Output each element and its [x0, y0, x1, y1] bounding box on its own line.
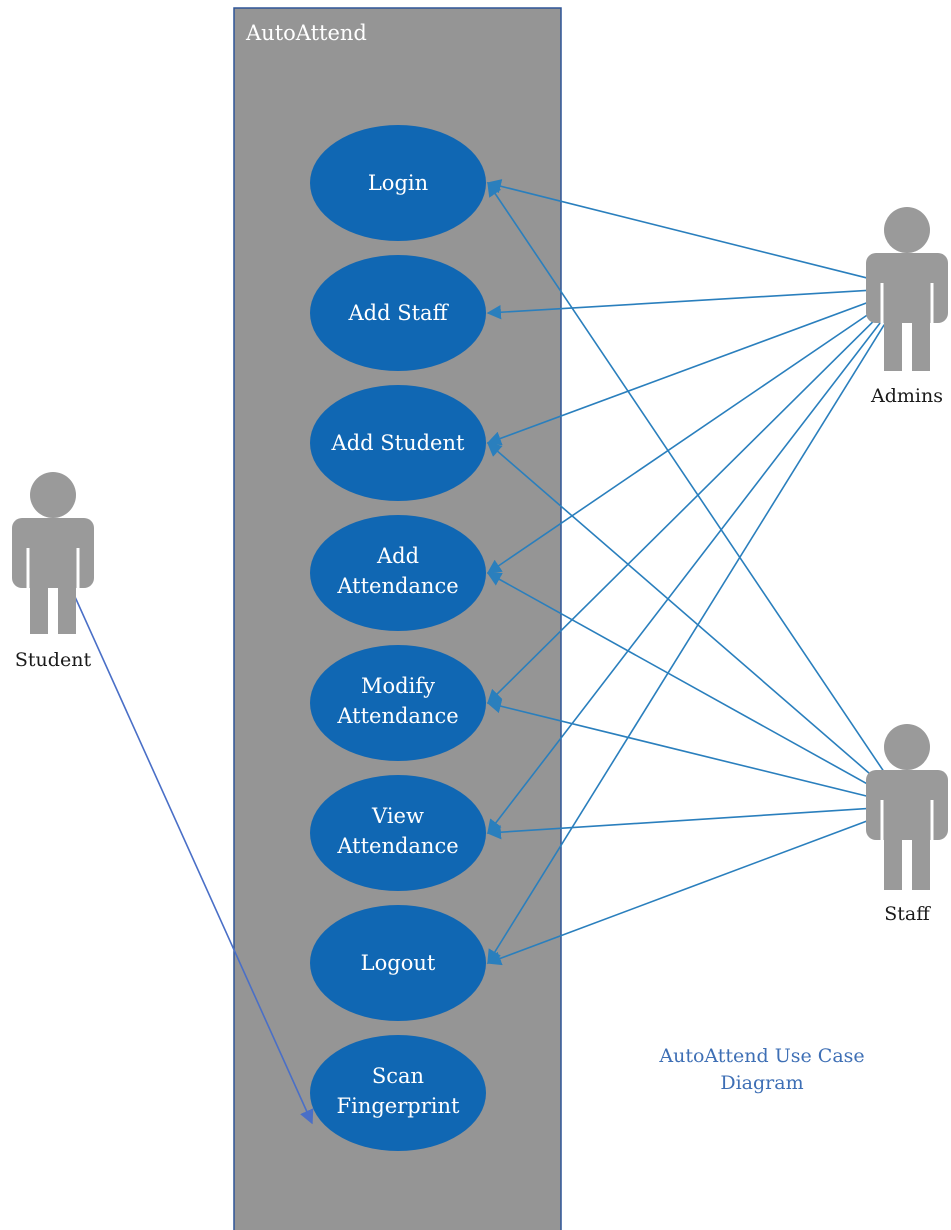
association-staff-view-attendance	[486, 805, 908, 840]
association-admins-add-attendance	[486, 287, 908, 574]
actor-admins[interactable]: Admins	[866, 207, 948, 407]
use-case-add-student[interactable]: Add Student	[310, 385, 486, 501]
actor-staff[interactable]: Staff	[866, 724, 948, 925]
use-case-scan-fingerprint[interactable]: Scan Fingerprint	[310, 1035, 486, 1151]
actor-label: Student	[15, 649, 92, 671]
use-case-label: Attendance	[336, 704, 458, 728]
association-staff-login	[487, 181, 908, 807]
association-staff-modify-attendance	[486, 699, 908, 807]
use-case-logout[interactable]: Logout	[310, 905, 486, 1021]
caption-line: AutoAttend Use Case	[658, 1045, 864, 1067]
use-case-label: Add Staff	[348, 301, 450, 325]
actor-student[interactable]: Student	[12, 472, 94, 671]
use-case-label: Fingerprint	[337, 1094, 460, 1118]
use-case-label: Login	[368, 171, 428, 195]
person-icon-detail	[880, 800, 934, 890]
person-icon-detail	[26, 548, 80, 634]
association-student-scan-fingerprint	[52, 547, 314, 1125]
association-staff-add-attendance	[486, 572, 908, 807]
actor-label: Staff	[884, 903, 931, 925]
use-case-view-attendance[interactable]: View Attendance	[310, 775, 486, 891]
person-icon	[12, 472, 94, 634]
use-case-label: Scan	[372, 1064, 424, 1088]
person-icon	[866, 724, 948, 890]
diagram-caption: AutoAttend Use Case Diagram	[658, 1045, 864, 1094]
use-case-label: Add	[376, 544, 419, 568]
use-case-modify-attendance[interactable]: Modify Attendance	[310, 645, 486, 761]
use-case-label: Attendance	[336, 834, 458, 858]
caption-line: Diagram	[720, 1072, 803, 1094]
association-admins-add-student	[486, 287, 908, 446]
person-icon-detail	[880, 283, 934, 371]
use-case-label: Modify	[361, 674, 435, 698]
use-case-label: Attendance	[336, 574, 458, 598]
association-admins-add-staff	[486, 287, 908, 320]
use-case-label: View	[371, 804, 424, 828]
association-staff-add-student	[486, 442, 908, 807]
association-staff-logout	[486, 805, 908, 966]
actor-label: Admins	[870, 385, 943, 407]
use-case-label: Logout	[361, 951, 436, 975]
association-admins-view-attendance	[487, 287, 908, 835]
use-case-add-staff[interactable]: Add Staff	[310, 255, 486, 371]
association-admins-login	[486, 179, 908, 289]
use-case-label: Add Student	[331, 431, 465, 455]
person-icon	[866, 207, 948, 371]
use-case-login[interactable]: Login	[310, 125, 486, 241]
use-case-add-attendance[interactable]: Add Attendance	[310, 515, 486, 631]
system-title: AutoAttend	[245, 21, 367, 45]
associations	[52, 179, 908, 1125]
use-cases: Login Add Staff Add Student Add Attendan…	[310, 125, 486, 1151]
